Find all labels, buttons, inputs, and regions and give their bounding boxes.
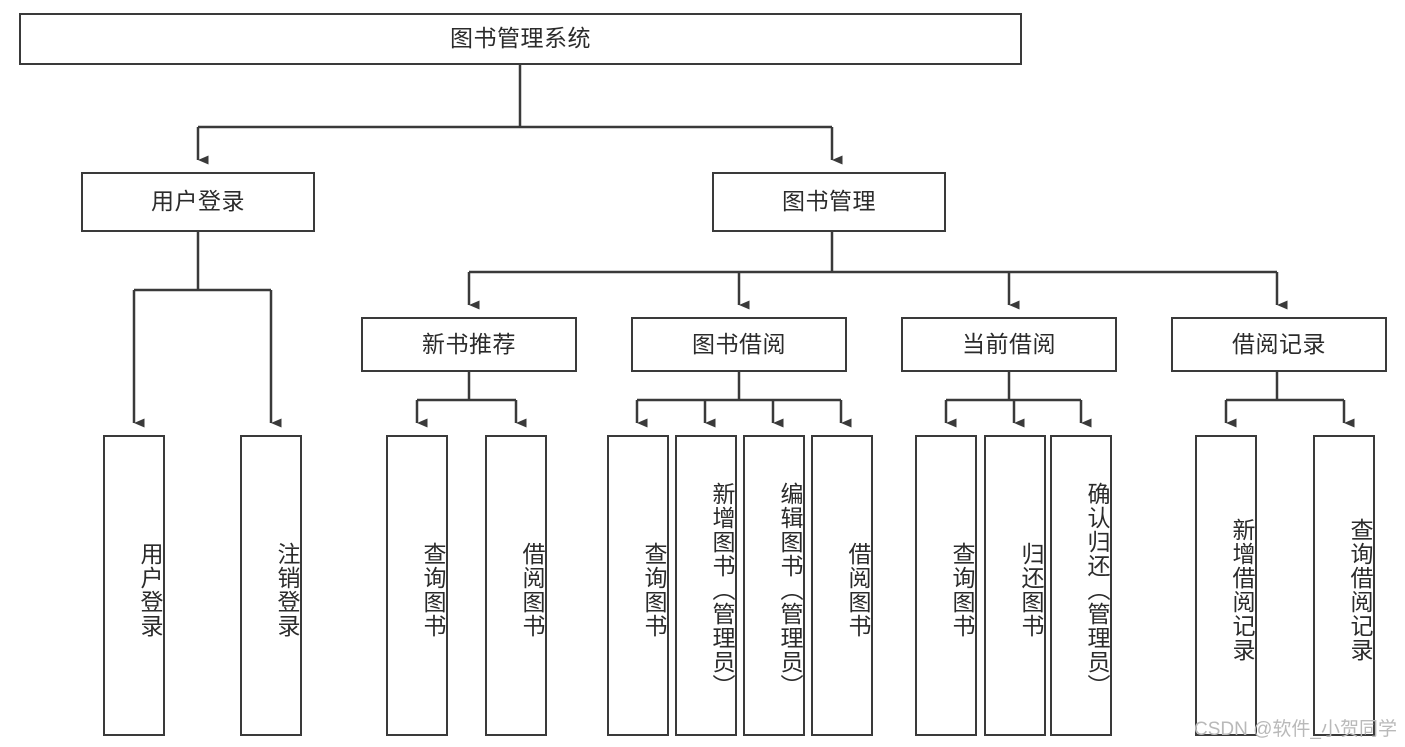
leaf-current-query-book[interactable]: 查询图书 xyxy=(915,435,977,736)
node-label: 编辑图书（管理员） xyxy=(777,481,803,698)
node-label: 查询图书 xyxy=(641,541,667,638)
node-new-book-recommend[interactable]: 新书推荐 xyxy=(361,317,577,372)
node-label: 确认归还（管理员） xyxy=(1084,481,1110,698)
leaf-borrow-edit-book[interactable]: 编辑图书（管理员） xyxy=(743,435,805,736)
node-label: 查询借阅记录 xyxy=(1347,517,1373,662)
leaf-borrow-query-book[interactable]: 查询图书 xyxy=(607,435,669,736)
node-label: 图书管理 xyxy=(782,188,876,215)
node-label: 图书管理系统 xyxy=(450,25,591,52)
leaf-borrow-add-book[interactable]: 新增图书（管理员） xyxy=(675,435,737,736)
node-label: 归还图书 xyxy=(1018,541,1044,638)
node-label: 新增借阅记录 xyxy=(1229,517,1255,662)
node-label: 借阅图书 xyxy=(845,541,871,638)
leaf-user-login-login[interactable]: 用户登录 xyxy=(103,435,165,736)
leaf-user-login-logout[interactable]: 注销登录 xyxy=(240,435,302,736)
node-label: 当前借阅 xyxy=(962,330,1056,357)
leaf-current-confirm-return[interactable]: 确认归还（管理员） xyxy=(1050,435,1112,736)
leaf-new-book-borrow[interactable]: 借阅图书 xyxy=(485,435,547,736)
node-label: 用户登录 xyxy=(137,541,163,638)
node-current-borrow[interactable]: 当前借阅 xyxy=(901,317,1117,372)
node-user-login[interactable]: 用户登录 xyxy=(81,172,315,232)
node-label: 注销登录 xyxy=(274,541,300,638)
node-borrow-record[interactable]: 借阅记录 xyxy=(1171,317,1387,372)
node-label: 新增图书（管理员） xyxy=(709,481,735,698)
node-book-borrow[interactable]: 图书借阅 xyxy=(631,317,847,372)
leaf-current-return-book[interactable]: 归还图书 xyxy=(984,435,1046,736)
node-label: 图书借阅 xyxy=(692,330,786,357)
node-label: 借阅图书 xyxy=(519,541,545,638)
leaf-record-add[interactable]: 新增借阅记录 xyxy=(1195,435,1257,736)
node-root[interactable]: 图书管理系统 xyxy=(19,13,1022,65)
leaf-borrow-borrow-book[interactable]: 借阅图书 xyxy=(811,435,873,736)
node-label: 查询图书 xyxy=(949,541,975,638)
node-label: 新书推荐 xyxy=(422,330,516,357)
node-label: 借阅记录 xyxy=(1232,330,1326,357)
node-book-management[interactable]: 图书管理 xyxy=(712,172,946,232)
node-label: 用户登录 xyxy=(151,188,245,215)
leaf-new-book-query[interactable]: 查询图书 xyxy=(386,435,448,736)
leaf-record-query[interactable]: 查询借阅记录 xyxy=(1313,435,1375,736)
node-label: 查询图书 xyxy=(420,541,446,638)
